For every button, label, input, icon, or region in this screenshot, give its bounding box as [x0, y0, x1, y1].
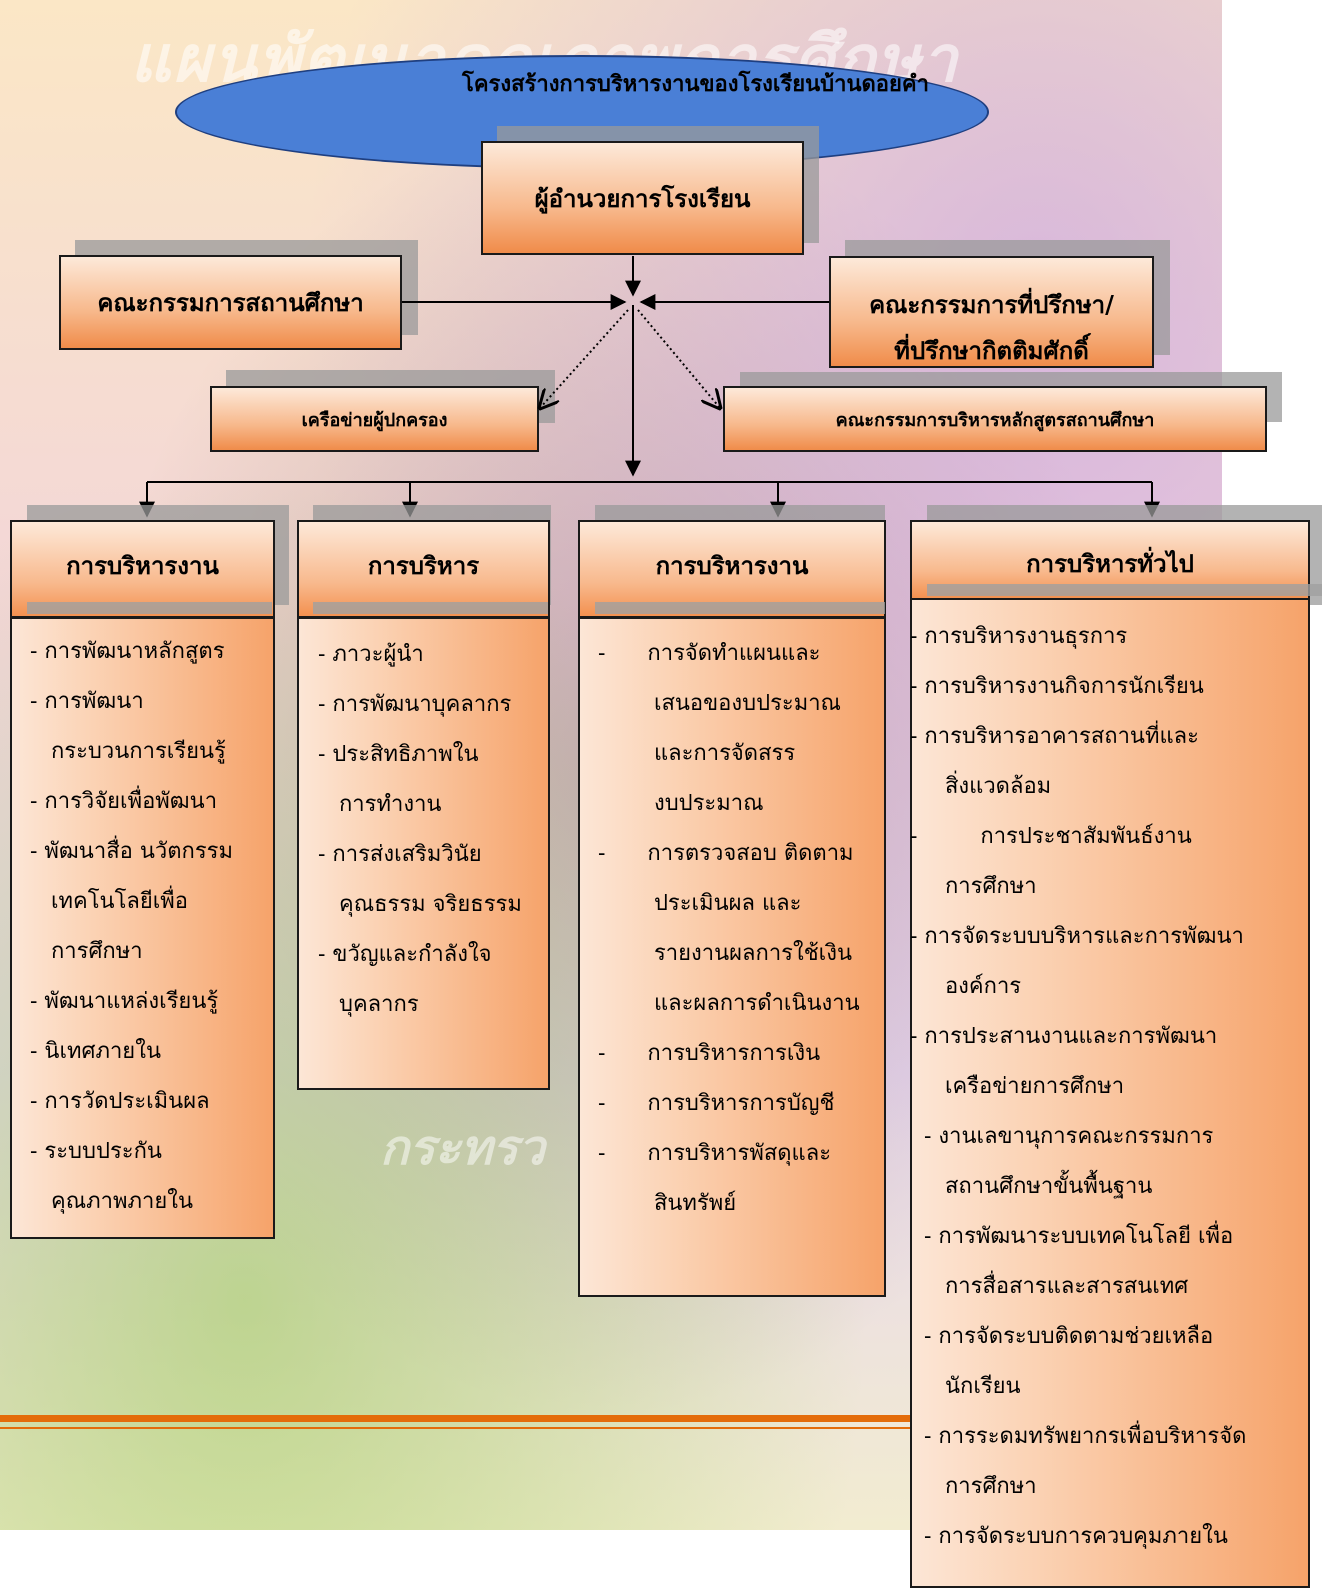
list-item: - การจัดทำแผนและ	[598, 641, 821, 666]
personnel-admin-list: - ภาวะผู้นำ - การพัฒนาบุคลากร - ประสิทธิภา…	[318, 630, 522, 1030]
personnel-admin-column	[297, 617, 550, 1090]
list-item: - ภาวะผู้นำ	[318, 642, 424, 667]
column4-header-stub	[927, 584, 1322, 596]
list-item: สถานศึกษาขั้นพื้นฐาน	[910, 1174, 1153, 1199]
list-item: - การบริหารการเงิน	[598, 1041, 821, 1066]
list-item: - การบริหารพัสดุและ	[598, 1141, 832, 1166]
personnel-admin-header: การบริหาร	[297, 520, 550, 618]
list-item: - ขวัญและกำลังใจ	[318, 942, 492, 967]
list-item: - การพัฒนาระบบเทคโนโลยี เพื่อ	[910, 1224, 1234, 1249]
list-item: - การจัดระบบติดตามช่วยเหลือ	[910, 1324, 1214, 1349]
advisory-committee-line1: คณะกรรมการที่ปรึกษา/	[869, 290, 1114, 319]
list-item: บุคลากร	[318, 992, 419, 1017]
list-item: และการจัดสรร	[598, 741, 796, 766]
list-item: - การบริหารงานกิจการนักเรียน	[910, 674, 1204, 699]
list-item: - ระบบประกัน	[30, 1139, 162, 1164]
budget-admin-header: การบริหารงาน	[578, 520, 886, 618]
general-admin-column	[910, 598, 1310, 1588]
list-item: - การวิจัยเพื่อพัฒนา	[30, 789, 218, 814]
list-item: การสื่อสารและสารสนเทศ	[910, 1274, 1189, 1299]
curriculum-committee-box: คณะกรรมการบริหารหลักสูตรสถานศึกษา	[723, 386, 1267, 452]
list-item: - การจัดระบบบริหารและการพัฒนา	[910, 924, 1244, 949]
column1-header-stub	[27, 602, 272, 614]
list-item: - การพัฒนาหลักสูตร	[30, 639, 225, 664]
list-item: - การพัฒนา	[30, 689, 144, 714]
orange-divider-thin	[0, 1427, 930, 1429]
orange-divider	[0, 1415, 930, 1422]
list-item: - การตรวจสอบ ติดตาม	[598, 841, 854, 866]
curriculum-dotted-line	[637, 309, 720, 408]
column2-header-stub	[313, 602, 548, 614]
list-item: - งานเลขานุการคณะกรรมการ	[910, 1124, 1214, 1149]
list-item: - การบริหารอาคารสถานที่และ	[910, 724, 1199, 749]
list-item: - ประสิทธิภาพใน	[318, 742, 479, 767]
list-item: สินทรัพย์	[598, 1191, 737, 1216]
page-title: โครงสร้างการบริหารงานของโรงเรียนบ้านดอยค…	[462, 71, 929, 97]
list-item: - การประชาสัมพันธ์งาน	[910, 824, 1192, 849]
list-item: - การระดมทรัพยากรเพื่อบริหารจัด	[910, 1424, 1247, 1449]
list-item: การศึกษา	[910, 874, 1037, 899]
list-item: การศึกษา	[30, 939, 143, 964]
list-item: - การบริหารการบัญชี	[598, 1091, 835, 1116]
advisory-committee-box: คณะกรรมการที่ปรึกษา/ ที่ปรึกษากิตติมศักด…	[829, 256, 1154, 368]
column3-header-stub	[595, 602, 885, 614]
list-item: - การส่งเสริมวินัย	[318, 842, 482, 867]
parent-network-box: เครือข่ายผู้ปกครอง	[210, 386, 539, 452]
academic-admin-column	[10, 617, 275, 1239]
list-item: เสนอของบประมาณ	[598, 691, 841, 716]
academic-admin-list: - การพัฒนาหลักสูตร - การพัฒนา กระบวนการเร…	[30, 627, 233, 1227]
background-watermark-text: กระทรว	[380, 1120, 545, 1176]
budget-admin-list: - การจัดทำแผนและ เสนอของบประมาณ และการจั…	[598, 629, 860, 1229]
list-item: นักเรียน	[910, 1374, 1021, 1399]
list-item: เครือข่ายการศึกษา	[910, 1074, 1125, 1099]
list-item: - การวัดประเมินผล	[30, 1089, 210, 1114]
list-item: และผลการดำเนินงาน	[598, 991, 860, 1016]
list-item: - พัฒนาสื่อ นวัตกรรม	[30, 839, 233, 864]
list-item: - พัฒนาแหล่งเรียนรู้	[30, 989, 219, 1014]
list-item: การศึกษา	[910, 1474, 1037, 1499]
list-item: คุณภาพภายใน	[30, 1189, 193, 1214]
list-item: องค์การ	[910, 974, 1022, 999]
list-item: รายงานผลการใช้เงิน	[598, 941, 852, 966]
list-item: การทำงาน	[318, 792, 442, 817]
director-box: ผู้อำนวยการโรงเรียน	[481, 141, 804, 255]
advisory-committee-line2: ที่ปรึกษากิตติมศักดิ์	[894, 336, 1089, 365]
list-item: เทคโนโลยีเพื่อ	[30, 889, 188, 914]
general-admin-list: - การบริหารงานธุรการ - การบริหารงานกิจการ…	[910, 612, 1246, 1562]
academic-admin-header: การบริหารงาน	[10, 520, 275, 618]
list-item: ประเมินผล และ	[598, 891, 802, 916]
list-item: งบประมาณ	[598, 791, 764, 816]
list-item: - การจัดระบบการควบคุมภายใน	[910, 1524, 1228, 1549]
list-item: - การพัฒนาบุคลากร	[318, 692, 512, 717]
parent-network-dotted-line	[540, 309, 629, 408]
list-item: - นิเทศภายใน	[30, 1039, 161, 1064]
list-item: สิ่งแวดล้อม	[910, 774, 1052, 799]
list-item: - การประสานงานและการพัฒนา	[910, 1024, 1218, 1049]
budget-admin-column	[578, 617, 886, 1297]
list-item: กระบวนการเรียนรู้	[30, 739, 226, 764]
list-item: - การบริหารงานธุรการ	[910, 624, 1128, 649]
education-committee-box: คณะกรรมการสถานศึกษา	[59, 255, 402, 350]
list-item: คุณธรรม จริยธรรม	[318, 892, 522, 917]
